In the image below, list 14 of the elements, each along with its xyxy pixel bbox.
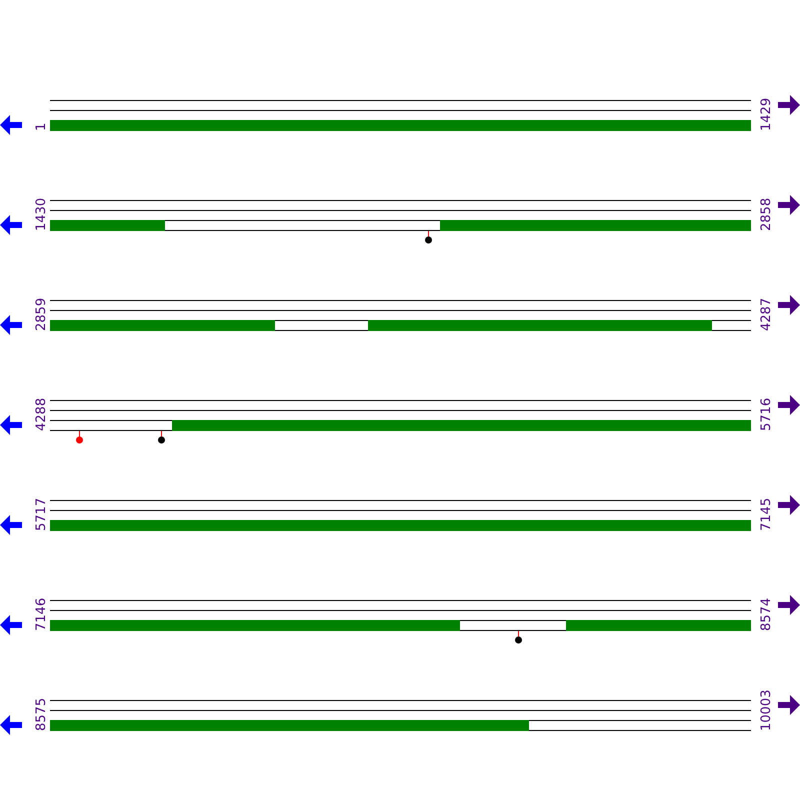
- position-label: 4287: [759, 298, 774, 331]
- position-label: 1: [34, 122, 49, 131]
- position-label: 7146: [34, 598, 49, 631]
- position-label: 8574: [759, 598, 774, 631]
- position-label: 5716: [759, 398, 774, 431]
- position-label: 4288: [34, 398, 49, 431]
- position-label: 2858: [759, 198, 774, 231]
- position-label: 7145: [759, 498, 774, 531]
- position-label: 1430: [34, 198, 49, 231]
- position-label: 8575: [34, 698, 49, 731]
- position-label: 2859: [34, 298, 49, 331]
- position-label: 1429: [759, 98, 774, 131]
- position-label: 10003: [759, 690, 774, 731]
- position-label: 5717: [34, 498, 49, 531]
